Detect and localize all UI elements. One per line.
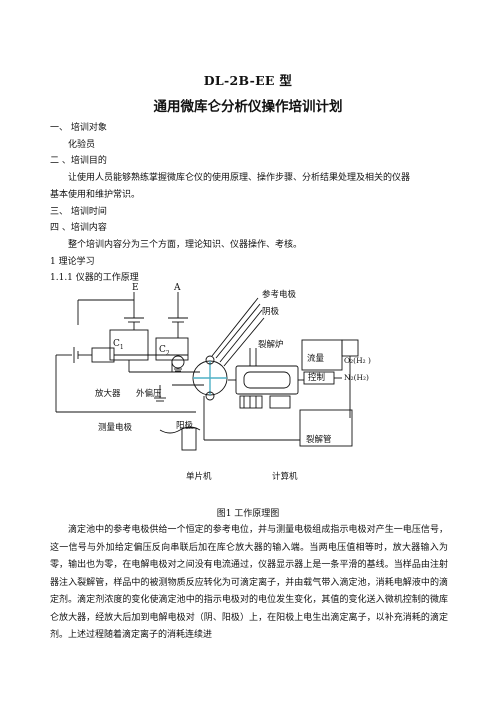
- label-measure-electrode: 测量电极: [98, 422, 133, 433]
- cell-bottom-port: [205, 391, 215, 401]
- c2-coil: [171, 355, 185, 369]
- label-computer: 计算机: [272, 471, 298, 482]
- label-bias: 外偏压: [136, 388, 162, 399]
- document-main-title: 通用微库仑分析仪操作培训计划: [153, 99, 343, 115]
- label-control: 控制: [308, 372, 325, 383]
- label-anode: 阳极: [176, 420, 194, 431]
- label-c2: C2: [159, 345, 170, 357]
- leader-cathode: [219, 309, 263, 363]
- document-model-title: DL-2B-EE 型: [203, 73, 293, 88]
- label-n2: N₂(H₂): [344, 373, 369, 382]
- section-2-heading: 二 、培训目的: [50, 156, 107, 166]
- cell-top-port: [205, 355, 215, 365]
- pyrolysis-tube-box: [299, 409, 353, 447]
- label-reference-electrode: 参考电极: [262, 289, 297, 300]
- section-3-heading: 三、 培训时间: [50, 207, 107, 217]
- principle-paragraph: 滴定池中的参考电极供给一个恒定的参考电位，并与测量电极组成指示电极对产生一电压信…: [50, 525, 448, 640]
- label-amplifier: 放大器: [95, 388, 121, 399]
- figure-caption: 图1 工作原理图: [216, 509, 280, 519]
- section-4-body: 整个培训内容分为三个方面，理论知识、仪器操作、考核。: [68, 240, 303, 250]
- label-furnace: 裂解炉: [258, 339, 284, 350]
- section-2-body-line2: 基本使用和维护常识。: [50, 190, 141, 200]
- section-4-heading: 四 、培训内容: [50, 223, 107, 233]
- leader-reference: [211, 297, 259, 357]
- label-pyrolysis-tube: 裂解管: [306, 434, 332, 445]
- subsection-principle: 1.1.1 仪器的工作原理: [50, 273, 139, 283]
- section-2-body-line1: 让使用人员能够熟练掌握微库仑仪的使用原理、操作步骤、分析结果处理及相关的仪器: [68, 173, 411, 183]
- label-c1: C1: [113, 339, 124, 351]
- label-a: A: [173, 283, 181, 293]
- label-cathode: 阴极: [262, 306, 280, 317]
- heater-box: [239, 395, 263, 409]
- section-1-heading: 一、 培训对象: [50, 123, 107, 133]
- label-flowmeter: 流量: [307, 353, 325, 364]
- working-principle-diagram: E A C1 C2 参考电极 阴极 裂解炉 流量 O₂(H₂ ) N₂(H₂) …: [55, 283, 371, 482]
- subsection-theory: 1 理论学习: [50, 257, 95, 267]
- label-e: E: [132, 283, 139, 293]
- section-1-body: 化验员: [68, 140, 96, 150]
- label-o2: O₂(H₂ ): [344, 356, 371, 365]
- label-mcu: 单片机: [186, 471, 212, 482]
- pyrolysis-furnace: [235, 365, 299, 395]
